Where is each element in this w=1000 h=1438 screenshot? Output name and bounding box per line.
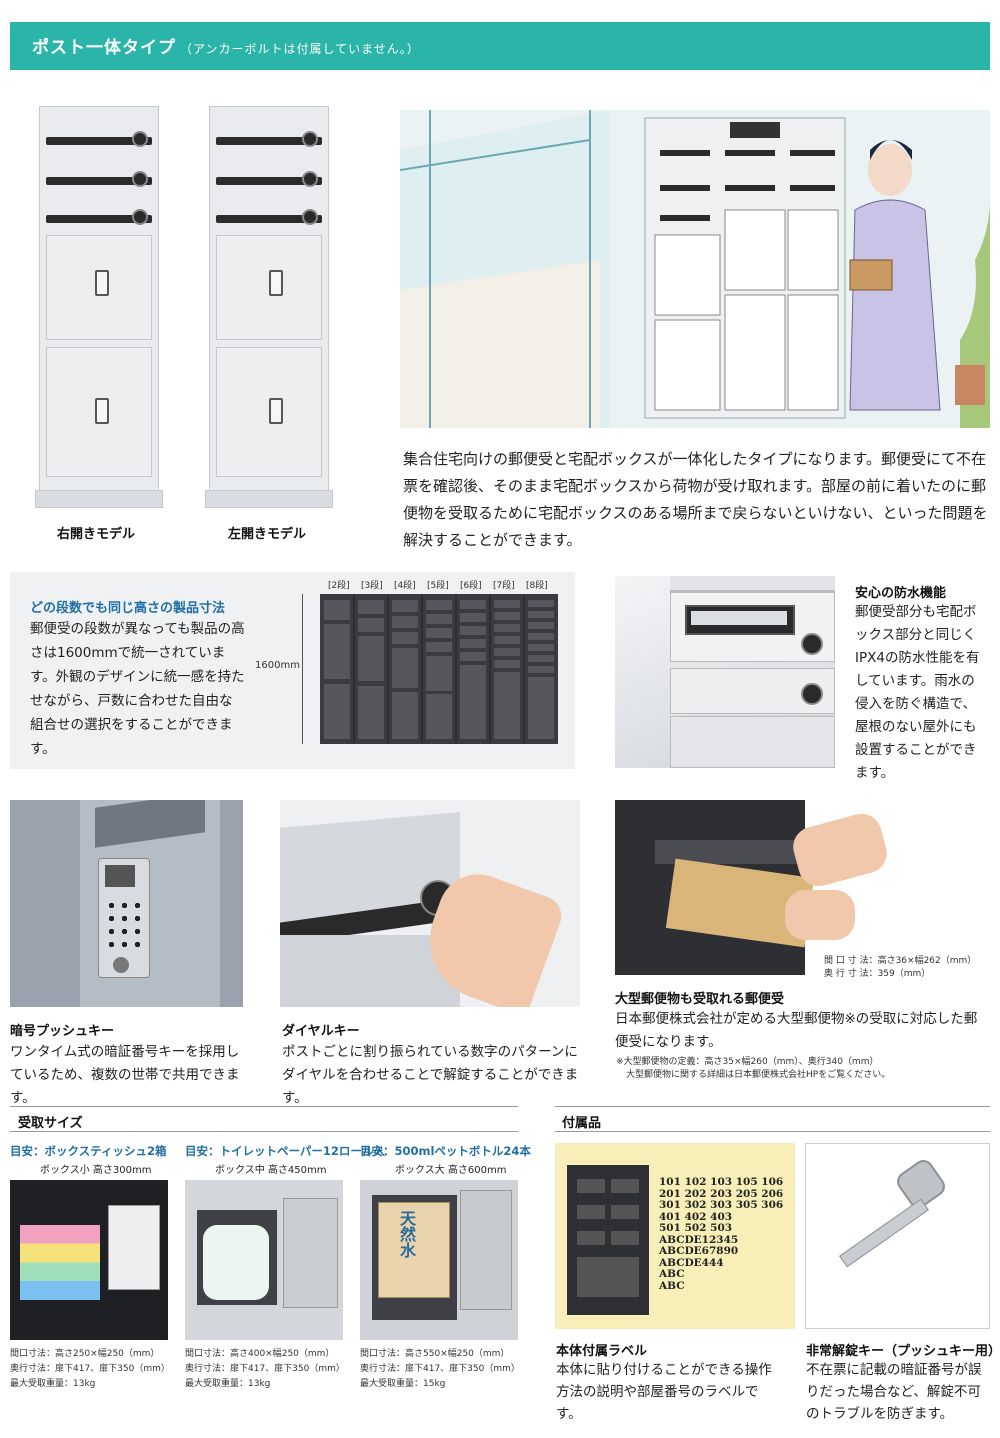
left-model-label: 左開きモデル xyxy=(228,527,307,542)
label-row: ABCDE12345 xyxy=(659,1233,739,1246)
label-row: 301 302 303 305 306 xyxy=(659,1199,784,1211)
receive-box: ボックス小 高さ300mm xyxy=(40,1165,152,1176)
header-title: ポスト一体タイプ （アンカーボルトは付属していません。） xyxy=(32,33,420,58)
box-print-text: 天然水 xyxy=(397,1210,416,1258)
label-row: ABC xyxy=(659,1268,685,1280)
accessories-titlebar xyxy=(555,1106,990,1132)
lineup-illustration xyxy=(320,594,558,744)
dial-key-photo xyxy=(280,800,580,1007)
label-row: 101 102 103 105 106 xyxy=(659,1176,784,1188)
column-label: [2段] xyxy=(328,581,350,591)
header-title-text: ポスト一体タイプ xyxy=(32,38,176,58)
receive-box: ボックス大 高さ600mm xyxy=(395,1165,507,1176)
height-feature-panel: どの段数でも同じ高さの製品寸法 郵便受の段数が異なっても製品の高さは1600mm… xyxy=(10,572,575,769)
accessories-title: 付属品 xyxy=(562,1116,602,1131)
large-mail-note1: ※大型郵便物の定義：高さ35×幅260（mm）、奥行340（mm） xyxy=(616,1057,879,1067)
receive-guide: 目安：トイレットペーパー12ロール入 xyxy=(185,1144,385,1158)
column-label: [5段] xyxy=(427,581,449,591)
height-dimension-line xyxy=(302,594,303,744)
receive-d3: 最大受取重量：13kg xyxy=(185,1379,271,1389)
right-model-illustration xyxy=(35,100,165,510)
receive-item-medium: 目安：トイレットペーパー12ロール入 ボックス中 高さ450mm 間口寸法：高さ… xyxy=(185,1143,385,1403)
push-key-text: ワンタイム式の暗証番号キーを採用しているため、複数の世帯で共用できます。 xyxy=(10,1044,240,1106)
intro-text: 集合住宅向けの郵便受と宅配ボックスが一体化したタイプになります。郵便受にて不在票… xyxy=(403,450,988,549)
dial-key-text: ポストごとに割り振られている数字のパターンにダイヤルを合わせることで解錠すること… xyxy=(282,1044,579,1106)
receive-box: ボックス中 高さ450mm xyxy=(215,1165,327,1176)
column-label: [7段] xyxy=(493,581,515,591)
receive-photo: 天然水 xyxy=(360,1180,518,1340)
large-mail-text: 日本郵便株式会社が定める大型郵便物※の受取に対応した郵便受になります。 xyxy=(615,1011,978,1050)
receive-guide: 目安：500mlペットボトル24本 xyxy=(360,1144,531,1158)
label-row: ABCDE444 xyxy=(659,1256,724,1269)
key-text: 不在票に記載の暗証番号が誤りだった場合など、解錠不可のトラブルを防ぎます。 xyxy=(806,1362,982,1422)
receive-d1: 間口寸法：高さ400×幅250（mm） xyxy=(185,1349,335,1359)
large-mail-note2: 大型郵便物に関する詳細は日本郵便株式会社HPをご覧ください。 xyxy=(626,1070,891,1080)
large-mail-heading: 大型郵便物も受取れる郵便受 xyxy=(615,992,785,1007)
dial-key-heading: ダイヤルキー xyxy=(282,1024,360,1039)
entrance-illustration xyxy=(400,110,990,428)
column-label: [8段] xyxy=(526,581,548,591)
column-label: [3段] xyxy=(361,581,383,591)
large-mail-dims2: 奥 行 寸 法：359（mm） xyxy=(824,969,931,979)
receive-d2: 奥行寸法：扉下417、扉下350（mm） xyxy=(10,1364,170,1374)
label-row: 501 502 503 xyxy=(659,1222,733,1234)
key-heading: 非常解錠キー（プッシュキー用） xyxy=(806,1344,1000,1359)
receive-d1: 間口寸法：高さ550×幅250（mm） xyxy=(360,1349,510,1359)
waterproof-text: 郵便受部分も宅配ボックス部分と同じくIPX4の防水性能を有しています。雨水の侵入… xyxy=(855,604,980,781)
receive-size-title: 受取サイズ xyxy=(18,1116,83,1131)
label-text: 本体に貼り付けることができる操作方法の説明や部屋番号のラベルです。 xyxy=(556,1362,772,1422)
column-label: [6段] xyxy=(460,581,482,591)
receive-item-small: 目安：ボックスティッシュ2箱 ボックス小 高さ300mm 間口寸法：高さ250×… xyxy=(10,1143,178,1403)
waterproof-photo xyxy=(615,576,835,768)
emergency-key-photo xyxy=(805,1143,990,1329)
receive-size-titlebar xyxy=(10,1106,518,1132)
receive-d3: 最大受取重量：15kg xyxy=(360,1379,446,1389)
receive-photo xyxy=(185,1180,343,1340)
label-row: ABC xyxy=(659,1279,685,1292)
receive-d1: 間口寸法：高さ250×幅250（mm） xyxy=(10,1349,160,1359)
label-row: 401 402 403 xyxy=(659,1210,733,1223)
height-feature-heading: どの段数でも同じ高さの製品寸法 xyxy=(30,601,226,616)
header-note: （アンカーボルトは付属していません。） xyxy=(180,42,420,56)
section-header: ポスト一体タイプ （アンカーボルトは付属していません。） xyxy=(10,22,990,70)
large-mail-photo xyxy=(615,800,890,975)
left-model-illustration xyxy=(205,100,335,510)
entrance-scene xyxy=(400,110,990,428)
columns-header: [2段] [3段] [4段] [5段] [6段] [7段] [8段] xyxy=(328,578,560,592)
label-row: 201 202 203 205 206 xyxy=(659,1187,784,1200)
receive-item-large: 目安：500mlペットボトル24本 ボックス大 高さ600mm 天然水 間口寸法… xyxy=(360,1143,531,1403)
column-label: [4段] xyxy=(394,581,416,591)
receive-d3: 最大受取重量：13kg xyxy=(10,1379,96,1389)
right-model-label: 右開きモデル xyxy=(57,527,136,542)
receive-photo xyxy=(10,1180,168,1340)
waterproof-heading: 安心の防水機能 xyxy=(855,586,947,601)
push-key-photo xyxy=(10,800,243,1007)
push-key-heading: 暗号プッシュキー xyxy=(10,1024,115,1039)
receive-guide: 目安：ボックスティッシュ2箱 xyxy=(10,1144,167,1158)
receive-d2: 奥行寸法：扉下417、扉下350（mm） xyxy=(360,1364,520,1374)
label-row: ABCDE67890 xyxy=(659,1245,739,1257)
label-numbers: 101 102 103 105 106 201 202 203 205 206 … xyxy=(659,1176,789,1292)
large-mail-dims1: 間 口 寸 法：高さ36×幅262（mm） xyxy=(824,956,977,966)
label-sheet-photo: 101 102 103 105 106 201 202 203 205 206 … xyxy=(555,1143,795,1329)
label-heading: 本体付属ラベル xyxy=(556,1344,648,1359)
height-label: 1600mm xyxy=(255,660,300,671)
receive-d2: 奥行寸法：扉下417、扉下350（mm） xyxy=(185,1364,345,1374)
height-feature-text: 郵便受の段数が異なっても製品の高さは1600mmで統一されています。外観のデザイ… xyxy=(30,621,245,757)
